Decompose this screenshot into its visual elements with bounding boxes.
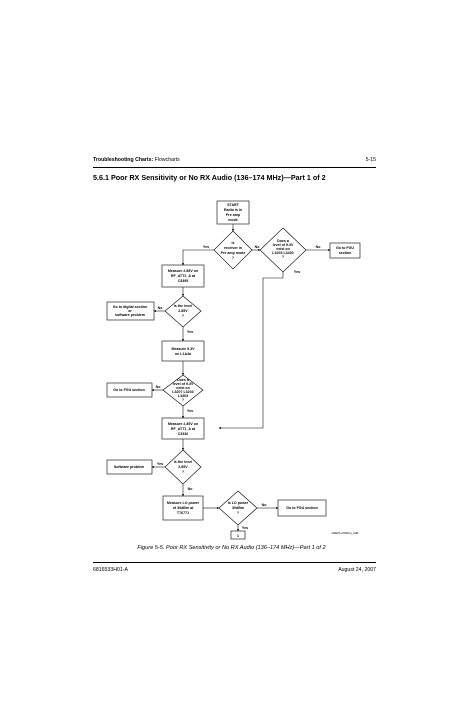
connector-1-box — [230, 530, 246, 540]
file-reference: MAEPF-27828-Q_AHB — [332, 531, 359, 535]
go-fgu-mid-line-1: Go to FGU section — [113, 388, 145, 392]
start-box — [216, 200, 250, 225]
d-285-second-line-1: Is the level — [174, 460, 192, 464]
footer-rule — [93, 562, 376, 563]
d-285-first-line-2: 2.85V — [178, 309, 188, 313]
decision-285-first — [164, 295, 202, 328]
d-receiver-line-3: Pre amp mode — [221, 251, 246, 255]
header-section-bold: Troubleshooting Charts: — [93, 157, 154, 163]
measure-c3395-line-2: RF_ATT2_A at — [171, 274, 196, 278]
label-no-receiver: No — [255, 245, 261, 249]
d-285-first-line-3: ? — [182, 314, 184, 318]
software-problem-box — [106, 459, 153, 475]
go-fgu-top-line-2: section — [339, 251, 352, 255]
go-digital-line-2: or — [128, 309, 132, 313]
label-yes-285-first: Yes — [187, 330, 193, 334]
d-l3203-line-1: Does a — [277, 239, 290, 243]
go-fgu-top-line-1: Go to FGU — [336, 246, 354, 250]
d-receiver-line-4: ? — [232, 256, 234, 260]
measure-c3336-line-1: Measure 2.85V on — [168, 422, 198, 426]
decision-lo-power — [218, 490, 258, 526]
start-line-1: START — [227, 203, 240, 207]
decision-level-l3207 — [162, 374, 204, 407]
start-line-2: Radio is in — [224, 208, 242, 212]
d-l3207-line-4: L3207 L3203 — [172, 390, 193, 394]
d-l3203-line-5: ? — [282, 255, 284, 259]
d-285-second-line-2: 2.85V — [178, 465, 188, 469]
start-line-4: mode — [228, 218, 238, 222]
decision-receiver-preamp — [213, 230, 253, 270]
measure-93v-line-1: Measure 9.3V — [172, 347, 196, 351]
decision-receiver-preamp-text: Is receiver in Pre amp mode ? — [221, 241, 246, 260]
d-lo-line-1: Is LO power — [228, 501, 249, 505]
measure-c3395-line-3: C3395 — [178, 279, 189, 283]
decision-level-l3203-text: Does a level of 9.3V exist on L3203 L343… — [272, 239, 294, 259]
measure-c3336-box — [161, 417, 205, 440]
measure-93v-box — [161, 340, 205, 362]
d-l3203-line-2: level of 9.3V — [273, 243, 294, 247]
go-fgu-top-box — [329, 242, 361, 259]
start-line-3: Pre amp — [226, 213, 241, 217]
d-l3207-line-6: ? — [182, 398, 184, 402]
measure-c3395-box — [161, 264, 205, 288]
d-l3203-line-4: L3203 L3430 — [272, 251, 293, 255]
measure-lo-line-2: of 30dBm at — [173, 506, 194, 510]
header-section-rest: Flowcharts — [153, 157, 180, 163]
decision-285-second — [164, 449, 202, 485]
label-yes-receiver: Yes — [203, 245, 209, 249]
label-yes-l3207: Yes — [187, 409, 193, 413]
measure-lo-line-1: Measure LO power — [167, 501, 200, 505]
measure-c3336-line-3: C3336 — [178, 432, 189, 436]
d-receiver-line-1: Is — [232, 241, 235, 245]
go-digital-line-1: Go to digital section — [113, 305, 148, 309]
flow-connectors — [151, 224, 331, 532]
label-no-285-second: No — [188, 487, 194, 491]
d-l3207-line-5: L3403 — [178, 394, 188, 398]
d-l3207-line-1: Does a — [177, 378, 190, 382]
d-285-second-line-3: ? — [182, 470, 184, 474]
footer-date: August 24, 2007 — [338, 567, 376, 573]
label-no-l3207: No — [156, 385, 162, 389]
section-number: 5.6.1 — [93, 173, 109, 182]
d-l3207-line-3: exist on — [176, 386, 190, 390]
connector-1-text: 1 — [237, 534, 239, 538]
measure-lo-box — [162, 495, 204, 521]
section-title: Poor RX Sensitivity or No RX Audio (136–… — [111, 173, 326, 182]
label-no-lo: No — [262, 503, 268, 507]
d-l3203-line-3: exist on — [276, 247, 290, 251]
label-yes-l3203: Yes — [294, 270, 300, 274]
measure-93v-line-2: on L1A4a — [175, 352, 192, 356]
d-lo-line-2: 30dBm — [232, 506, 244, 510]
header-page-number: 5-15 — [365, 157, 376, 163]
header-rule — [93, 167, 376, 168]
footer-doc-number: 6816533H01-A — [93, 567, 128, 573]
label-yes-lo: Yes — [242, 526, 248, 530]
decision-level-l3203 — [259, 227, 307, 273]
label-no-l3203: No — [316, 245, 322, 249]
d-lo-line-3: ? — [237, 511, 239, 515]
go-digital-box — [106, 301, 155, 321]
go-fgu-mid-box — [106, 382, 153, 398]
go-fgu-bottom-box — [277, 499, 327, 517]
label-yes-285-second: Yes — [157, 462, 163, 466]
running-header: Troubleshooting Charts: Flowcharts 5-15 — [93, 157, 376, 167]
d-l3207-line-2: level of 9.3V — [173, 382, 194, 386]
d-285-first-line-1: Is the level — [174, 304, 192, 308]
d-receiver-line-2: receiver in — [224, 246, 242, 250]
start-box-text: START Radio is in Pre amp mode — [224, 203, 242, 222]
measure-c3395-line-1: Measure 2.85V on — [168, 269, 198, 273]
go-digital-line-3: software problem — [115, 313, 145, 317]
software-problem-text: Software problem — [114, 465, 144, 469]
label-no-285-first: No — [158, 306, 164, 310]
go-fgu-bottom-text: Go to FGU section — [286, 506, 318, 510]
measure-c3336-line-2: RF_ATT1_A at — [171, 427, 196, 431]
measure-lo-line-3: T76771 — [177, 511, 189, 515]
figure-caption: Figure 5-5. Poor RX Sensitivity or No RX… — [137, 545, 326, 551]
header-section: Troubleshooting Charts: Flowcharts — [93, 157, 180, 163]
